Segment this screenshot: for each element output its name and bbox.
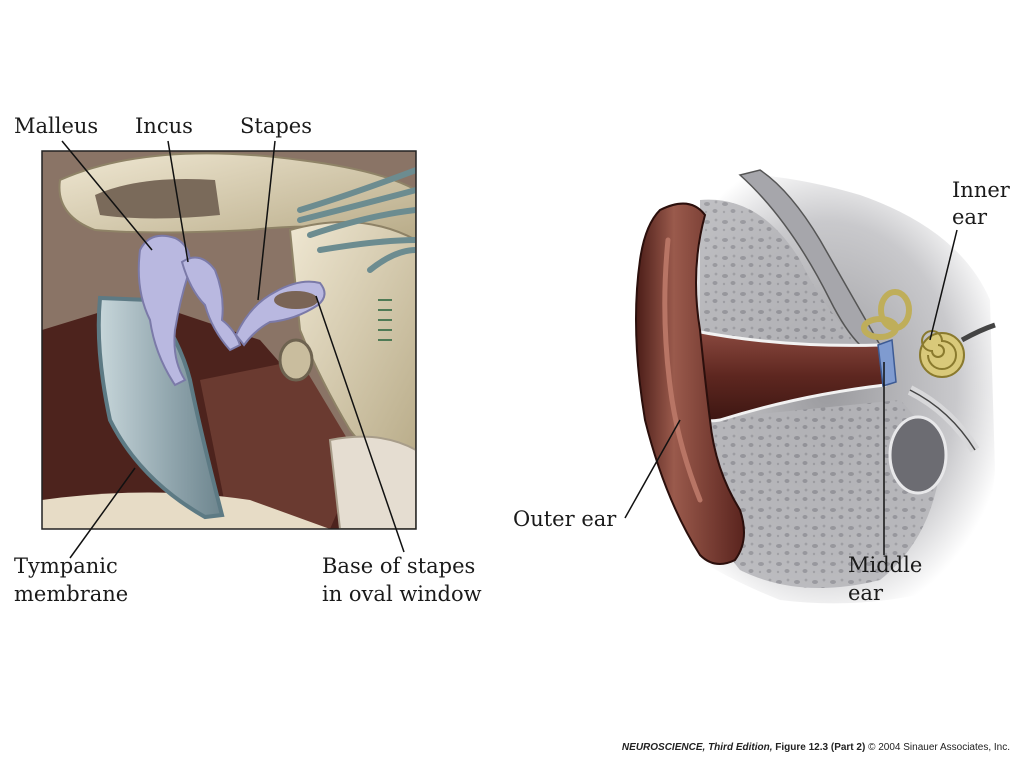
- credit-figure: Figure 12.3 (Part 2): [775, 742, 866, 753]
- ear-cross-section: [635, 169, 996, 604]
- cochlea: [919, 330, 965, 378]
- label-tympanic-line2: membrane: [14, 582, 129, 606]
- label-stapes: Stapes: [240, 114, 312, 138]
- label-inner-ear-line1: Inner: [952, 178, 1010, 202]
- label-tympanic-line1: Tympanic: [14, 554, 118, 578]
- label-incus: Incus: [135, 114, 193, 138]
- credit-edition: Third Edition,: [708, 742, 773, 753]
- credit-copyright: © 2004 Sinauer Associates, Inc.: [868, 742, 1010, 753]
- label-outer-ear: Outer ear: [513, 507, 617, 531]
- figure-credit: NEUROSCIENCE, Third Edition, Figure 12.3…: [622, 742, 1010, 753]
- label-middle-ear-line1: Middle: [848, 553, 923, 577]
- label-middle-ear-line2: ear: [848, 581, 883, 605]
- leader-lines: [61, 140, 958, 559]
- label-inner-ear-line2: ear: [952, 205, 987, 229]
- label-base-stapes-line1: Base of stapes: [322, 554, 476, 578]
- label-base-stapes-line2: in oval window: [322, 582, 482, 606]
- credit-book: NEUROSCIENCE,: [621, 742, 706, 753]
- label-malleus: Malleus: [14, 114, 99, 138]
- ossicles-panel: [42, 151, 416, 529]
